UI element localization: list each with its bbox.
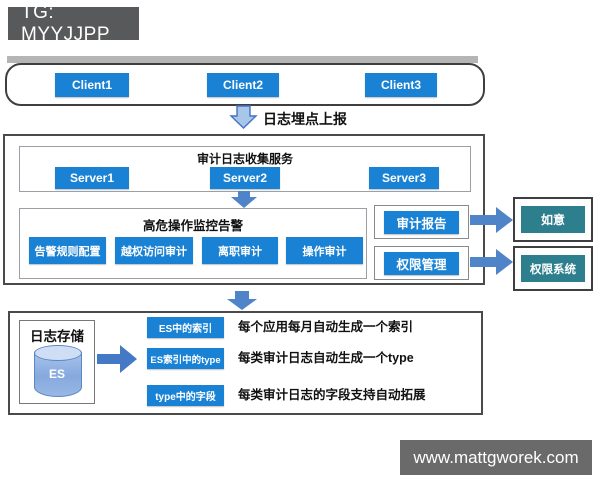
server3-node: Server3 xyxy=(369,167,439,189)
server2-node: Server2 xyxy=(210,167,280,189)
alert-rule-config-node: 告警规则配置 xyxy=(29,237,106,264)
main-container: 审计日志收集服务 Server1 Server2 Server3 高危操作监控告… xyxy=(3,134,485,285)
es-type-desc: 每类审计日志自动生成一个type xyxy=(238,351,414,365)
right-arrow-icon xyxy=(470,207,513,233)
audit-report-node: 审计报告 xyxy=(384,210,459,234)
clients-container: Client1 Client2 Client3 xyxy=(5,63,485,106)
client2-node: Client2 xyxy=(207,73,279,97)
server1-label: Server1 xyxy=(69,171,115,185)
site-watermark-text: www.mattgworek.com xyxy=(413,447,579,467)
monitor-alert-group: 高危操作监控告警 告警规则配置 越权访问审计 离职审计 操作审计 xyxy=(19,208,367,279)
audit-report-cell: 审计报告 xyxy=(374,205,469,239)
type-field-label: type中的字段 xyxy=(155,392,216,403)
permission-mgmt-cell: 权限管理 xyxy=(374,246,469,280)
client3-label: Client3 xyxy=(380,78,421,92)
es-database-icon: ES xyxy=(34,345,82,401)
es-cylinder-top xyxy=(34,345,82,361)
tg-watermark-text: TG: MYYJJPP xyxy=(21,1,111,45)
server3-label: Server3 xyxy=(381,171,427,185)
permission-mgmt-label: 权限管理 xyxy=(396,257,447,272)
storage-container: 日志存储 ES ES中的索引 每个应用每月自动生成一个索引 ES索引中的type… xyxy=(8,311,483,415)
down-arrow-icon xyxy=(227,291,257,310)
unauthorized-access-audit-node: 越权访问审计 xyxy=(115,237,193,264)
ruyi-system-cell: 如意 xyxy=(513,197,593,242)
client1-node: Client1 xyxy=(55,73,129,97)
resignation-audit-node: 离职审计 xyxy=(202,237,278,264)
client1-label: Client1 xyxy=(71,78,112,92)
site-watermark: www.mattgworek.com xyxy=(400,440,592,475)
unauthorized-access-audit-label: 越权访问审计 xyxy=(121,245,187,258)
tg-watermark: TG: MYYJJPP xyxy=(8,2,139,45)
permission-system-label: 权限系统 xyxy=(530,263,576,276)
log-storage-cell: 日志存储 ES xyxy=(19,320,95,404)
report-flow-label: 日志埋点上报 xyxy=(263,111,347,127)
top-divider-strip xyxy=(7,56,478,63)
type-field-desc: 每类审计日志的字段支持自动拓展 xyxy=(238,388,426,402)
es-index-desc: 每个应用每月自动生成一个索引 xyxy=(238,320,414,334)
type-field-node: type中的字段 xyxy=(147,385,224,406)
es-index-label: ES中的索引 xyxy=(158,324,213,335)
operation-audit-node: 操作审计 xyxy=(286,237,363,264)
es-index-node: ES中的索引 xyxy=(147,317,224,338)
right-arrow-icon xyxy=(97,345,137,373)
es-database-label: ES xyxy=(48,367,65,381)
right-arrow-icon xyxy=(470,249,513,275)
permission-mgmt-node: 权限管理 xyxy=(384,251,459,275)
operation-audit-label: 操作审计 xyxy=(302,245,347,258)
es-type-label: ES索引中的type xyxy=(150,354,221,366)
collect-service-title: 审计日志收集服务 xyxy=(196,152,293,166)
permission-system-node: 权限系统 xyxy=(521,255,585,282)
client3-node: Client3 xyxy=(365,73,437,97)
monitor-alert-title: 高危操作监控告警 xyxy=(142,219,243,233)
down-arrow-icon xyxy=(231,191,257,208)
audit-report-label: 审计报告 xyxy=(396,216,447,231)
server2-label: Server2 xyxy=(222,171,268,185)
collect-service-group: 审计日志收集服务 Server1 Server2 Server3 xyxy=(19,146,471,192)
es-type-node: ES索引中的type xyxy=(147,348,224,369)
ruyi-system-node: 如意 xyxy=(521,206,585,233)
client2-label: Client2 xyxy=(222,78,263,92)
server1-node: Server1 xyxy=(55,167,129,189)
ruyi-system-label: 如意 xyxy=(540,213,565,227)
down-arrow-icon xyxy=(229,105,258,129)
log-storage-title: 日志存储 xyxy=(30,329,84,344)
permission-system-cell: 权限系统 xyxy=(513,246,593,291)
alert-rule-config-label: 告警规则配置 xyxy=(34,245,101,258)
resignation-audit-label: 离职审计 xyxy=(218,245,262,258)
